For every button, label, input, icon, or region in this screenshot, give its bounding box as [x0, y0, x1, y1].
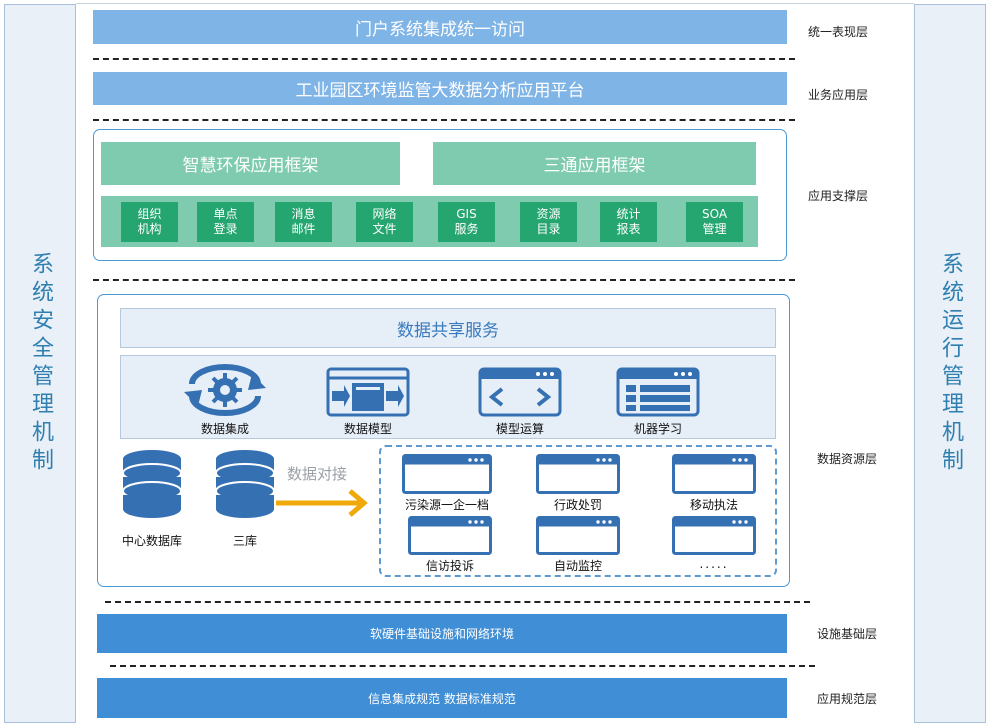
operation-mechanism-label: 系统运行管理机制 — [938, 251, 963, 476]
layer-label-resource: 数据资源层 — [817, 452, 878, 466]
infrastructure-bar: 软硬件基础设施和网络环境 — [97, 614, 787, 653]
window-icon-petition — [408, 516, 492, 555]
layer-label-support: 应用支撑层 — [808, 189, 869, 203]
label-model-computation: 模型运算 — [495, 422, 544, 436]
operation-mechanism-column: 系统运行管理机制 — [914, 4, 986, 723]
layer-label-presentation: 统一表现层 — [808, 25, 869, 39]
chip-statistics-report: 统计 报表 — [600, 202, 657, 242]
label-petition-complaint: 信访投诉 — [425, 559, 474, 573]
layer-label-standard: 应用规范层 — [817, 692, 878, 706]
label-data-integration: 数据集成 — [200, 422, 249, 436]
data-integration-icon — [184, 364, 266, 416]
security-mechanism-label: 系统安全管理机制 — [28, 251, 53, 476]
data-model-icon — [326, 367, 410, 417]
business-apps-group — [379, 445, 777, 577]
chip-soa-management: SOA 管理 — [686, 202, 743, 242]
label-more: ..... — [699, 557, 729, 571]
chip-gis-service: GIS 服务 — [438, 202, 495, 242]
divider-1 — [93, 58, 795, 60]
window-icon-auto-monitoring — [536, 516, 620, 555]
data-docking-arrow — [276, 489, 368, 517]
machine-learning-icon — [616, 367, 700, 417]
layer-label-business: 业务应用层 — [808, 88, 869, 102]
data-docking-label: 数据对接 — [287, 465, 348, 483]
security-mechanism-column: 系统安全管理机制 — [4, 4, 76, 723]
label-machine-learning: 机器学习 — [633, 422, 682, 436]
layer-label-infrastructure: 设施基础层 — [817, 627, 878, 641]
data-sharing-service: 数据共享服务 — [120, 308, 776, 348]
central-database-icon — [122, 450, 182, 518]
chip-network-file: 网络 文件 — [356, 202, 413, 242]
label-administrative-penalty: 行政处罚 — [553, 498, 602, 512]
window-icon-mobile-enforcement — [672, 454, 756, 494]
label-three-libraries: 三库 — [232, 534, 257, 548]
portal-bar: 门户系统集成统一访问 — [93, 10, 787, 44]
label-central-database: 中心数据库 — [121, 534, 182, 548]
chip-message-mail: 消息 邮件 — [275, 202, 332, 242]
label-data-model: 数据模型 — [343, 422, 392, 436]
chip-resource-catalog: 资源 目录 — [520, 202, 577, 242]
chip-organization: 组织 机构 — [121, 202, 178, 242]
window-icon-pollution — [402, 454, 492, 494]
divider-4 — [105, 601, 810, 603]
chip-single-sign-on: 单点 登录 — [197, 202, 254, 242]
model-computation-icon — [478, 367, 562, 417]
window-icon-more — [672, 516, 756, 555]
platform-bar: 工业园区环境监管大数据分析应用平台 — [93, 72, 787, 105]
divider-5 — [110, 665, 815, 667]
three-libraries-icon — [215, 450, 275, 518]
smart-env-framework: 智慧环保应用框架 — [101, 142, 400, 185]
divider-2 — [93, 119, 795, 121]
standards-bar: 信息集成规范 数据标准规范 — [97, 678, 787, 718]
label-auto-monitoring: 自动监控 — [553, 559, 602, 573]
three-link-framework: 三通应用框架 — [433, 142, 756, 185]
label-mobile-enforcement: 移动执法 — [689, 498, 738, 512]
label-pollution-archive: 污染源一企一档 — [404, 498, 489, 512]
divider-3 — [93, 279, 795, 281]
top-border — [76, 3, 914, 4]
window-icon-penalty — [536, 454, 620, 494]
